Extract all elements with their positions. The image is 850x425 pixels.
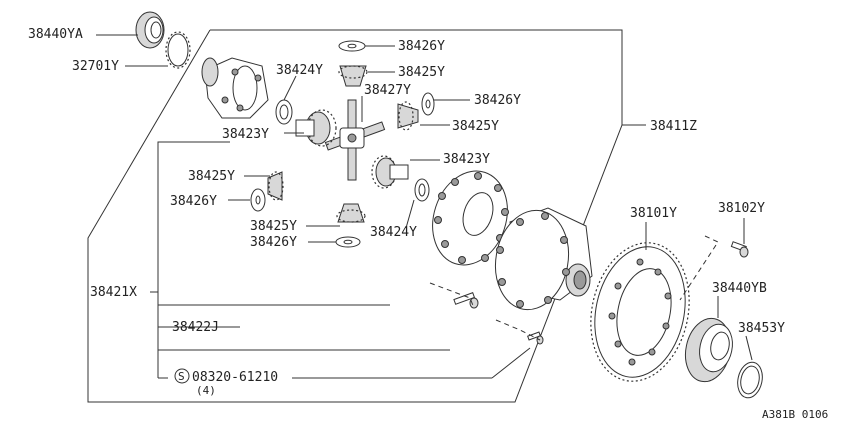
label-38427Y: 38427Y <box>364 83 411 98</box>
label-38426Y-top: 38426Y <box>398 39 445 54</box>
bolt-prefix-circle-icon <box>174 368 190 384</box>
label-38424Y-bottom: 38424Y <box>370 225 417 240</box>
dash-38102Y <box>679 235 719 301</box>
pinion-gear-38425Y-right <box>397 101 419 131</box>
leader-38424Y-bottom <box>405 199 415 229</box>
label-38425Y-left: 38425Y <box>188 169 235 184</box>
figure-id: A381B 0106 <box>762 408 828 421</box>
screw-08320-61210 <box>527 331 544 345</box>
label-38425Y-top: 38425Y <box>398 65 445 80</box>
label-38411Z: 38411Z <box>650 119 697 134</box>
label-38440YA: 38440YA <box>28 27 83 42</box>
dash-screw <box>495 319 541 341</box>
side-gear-38423Y-right <box>371 155 409 189</box>
leader-bolt-up <box>491 347 531 379</box>
case-bolt <box>453 292 479 309</box>
side-gear-38423Y-left <box>295 109 337 147</box>
label-38453Y: 38453Y <box>738 321 785 336</box>
label-bolt-prefix: S <box>178 370 185 383</box>
assembly-frame-outline <box>87 29 623 403</box>
label-38425Y-right: 38425Y <box>452 119 499 134</box>
label-bolt-group: S 08320-61210 (4) <box>174 368 278 397</box>
washer-38424Y-bottom <box>414 178 430 202</box>
label-38422J: 38422J <box>172 320 219 335</box>
dash-bolt-1 <box>429 282 475 309</box>
label-32701Y: 32701Y <box>72 59 119 74</box>
case-cover-38421X <box>432 170 509 266</box>
bearing-38440YA <box>135 11 165 49</box>
pinion-gear-38425Y-left <box>267 171 284 201</box>
label-38425Y-bottom: 38425Y <box>250 219 297 234</box>
pinion-gear-38425Y-top <box>338 65 368 87</box>
label-bolt-code: 08320-61210 <box>192 370 278 385</box>
differential-case-right <box>494 207 593 311</box>
label-38426Y-right: 38426Y <box>474 93 521 108</box>
label-38423Y-right: 38423Y <box>443 152 490 167</box>
washer-38424Y-top <box>275 99 293 125</box>
final-drive-gear-38101Y <box>590 242 690 382</box>
shim-38453Y <box>737 361 763 399</box>
snap-ring-32701Y <box>165 31 191 69</box>
label-38426Y-bottom: 38426Y <box>250 235 297 250</box>
label-38440YB: 38440YB <box>712 281 767 296</box>
bearing-38440YB <box>684 317 733 383</box>
washer-38426Y-left <box>250 188 266 212</box>
label-38424Y-top: 38424Y <box>276 63 323 78</box>
washer-38426Y-bottom <box>335 236 361 248</box>
label-38102Y: 38102Y <box>718 201 765 216</box>
washer-38426Y-top <box>338 40 366 52</box>
washer-38426Y-right <box>421 92 435 116</box>
label-38101Y: 38101Y <box>630 206 677 221</box>
leader-38453Y <box>745 335 753 361</box>
label-bolt-qty: (4) <box>196 384 216 397</box>
pinion-gear-38425Y-bottom <box>336 203 366 223</box>
pinion-shaft-38427Y <box>324 99 386 181</box>
label-38421X: 38421X <box>90 285 137 300</box>
leader-38424Y-top <box>283 75 297 101</box>
label-38426Y-left: 38426Y <box>170 194 217 209</box>
label-38423Y-left: 38423Y <box>222 127 269 142</box>
ring-gear-bolt-38102Y <box>730 241 749 258</box>
differential-case-left <box>201 57 269 119</box>
bracket-38421X <box>157 141 230 378</box>
